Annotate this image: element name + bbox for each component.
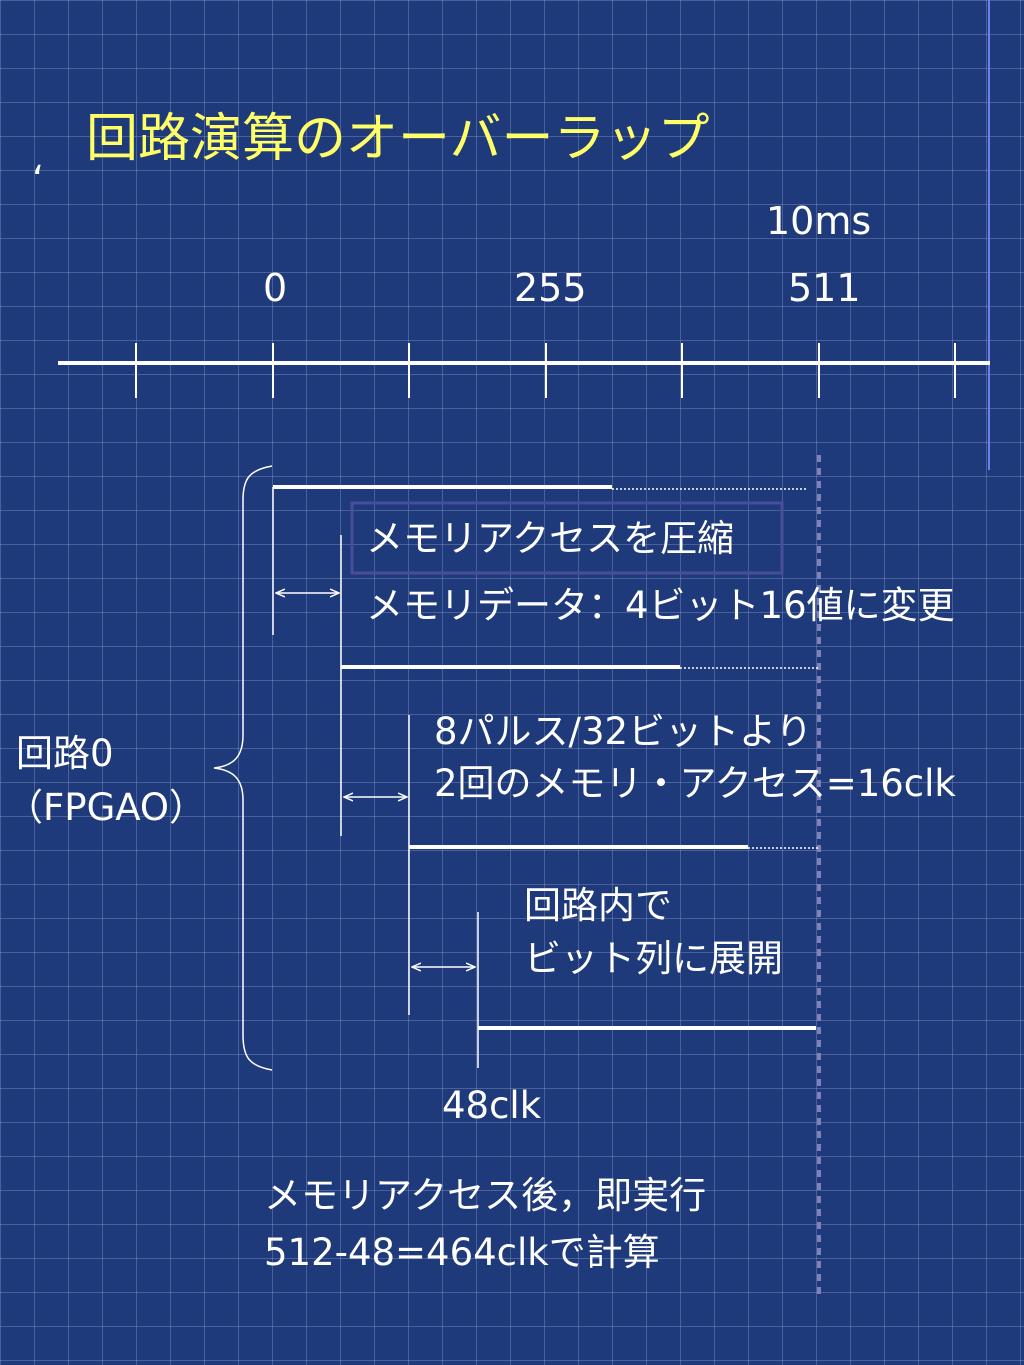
- slide-title: 回路演算のオーバーラップ: [86, 109, 710, 169]
- stage-3: [408, 715, 818, 1015]
- clk48-label: 48clk: [442, 1084, 542, 1127]
- expand-label-line2: ビット列に展開: [524, 937, 783, 980]
- circuit-label-line1: 回路0: [16, 732, 114, 775]
- compress-highlight-box: [350, 501, 784, 575]
- summary-line1: メモリアクセス後，即実行: [264, 1174, 707, 1217]
- stage-1: [272, 485, 806, 635]
- timeline-ticks: [135, 343, 956, 398]
- expand-label-line1: 回路内で: [524, 884, 672, 927]
- summary-line2: 512-48=464clkで計算: [264, 1231, 660, 1274]
- stage-2: [340, 535, 820, 836]
- bullet-icon: ‘: [32, 158, 45, 202]
- circuit-label-line2: （FPGAO）: [6, 786, 207, 829]
- tick-label-0: 0: [263, 266, 288, 310]
- tick-label-511: 511: [788, 266, 861, 310]
- time-label-10ms: 10ms: [766, 199, 872, 243]
- tick-label-255: 255: [514, 266, 587, 310]
- stage-4: [477, 912, 816, 1068]
- pulse-label-line1: 8パルス/32ビットより: [434, 710, 813, 753]
- compress-label: メモリアクセスを圧縮: [366, 517, 735, 560]
- memory-data-label: メモリデータ：4ビット16値に変更: [366, 584, 955, 627]
- pulse-label-line2: 2回のメモリ・アクセス=16clk: [434, 762, 956, 805]
- circuit-brace: [213, 465, 273, 1071]
